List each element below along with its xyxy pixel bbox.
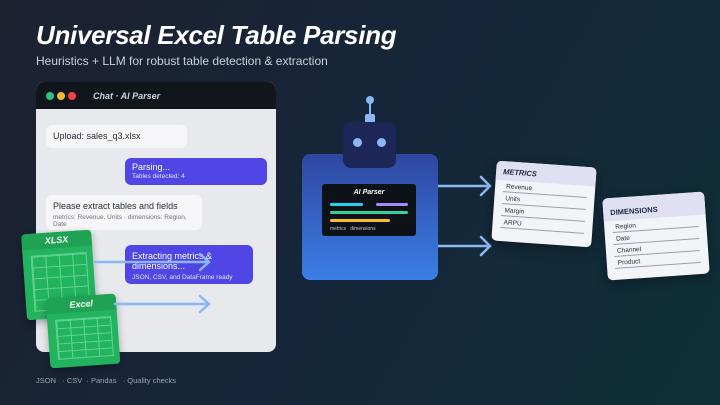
green-dot-icon[interactable] <box>46 91 54 100</box>
chat-message-bot: Extracting metrics & dimensions... JSON, … <box>125 245 253 284</box>
red-dot-icon[interactable] <box>68 91 76 100</box>
message-subtext: JSON, CSV, and DataFrame ready <box>132 274 233 281</box>
message-text: Extracting metrics & dimensions... <box>132 251 213 271</box>
yellow-dot-icon[interactable] <box>57 91 65 100</box>
footer-tags: JSON · CSV · Pandas · Quality checks <box>36 376 177 385</box>
chat-title: Chat · AI Parser <box>93 90 161 101</box>
message-text: Upload: sales_q3.xlsx <box>53 131 141 141</box>
arrow-icon <box>93 252 211 272</box>
parser-caption: metrics dimensions <box>330 226 376 232</box>
page-title: Universal Excel Table Parsing <box>36 20 397 50</box>
parser-label: AI Parser <box>353 189 385 196</box>
message-subtext: metrics: Revenue, Units · dimensions: Re… <box>53 214 187 228</box>
message-subtext: Tables detected: 4 <box>132 173 185 180</box>
dimensions-card: DIMENSIONS Region Date Channel Product <box>602 191 710 281</box>
chat-header: Chat · AI Parser <box>36 82 276 109</box>
metrics-card: METRICS Revenue Units Margin ARPU <box>491 160 597 248</box>
arrow-icon <box>113 294 211 314</box>
chat-message-bot: Parsing...Tables detected: 4 <box>125 158 267 185</box>
message-text: Please extract tables and fields <box>53 201 178 211</box>
message-text: Parsing... <box>132 162 171 172</box>
chat-message-user: Please extract tables and fields metrics:… <box>46 195 202 230</box>
robot-icon: AI Parser metrics dimensions <box>302 96 438 282</box>
parser-screen: AI Parser metrics dimensions <box>322 184 416 236</box>
page-subtitle: Heuristics + LLM for robust table detect… <box>36 54 328 68</box>
chat-message-user: Upload: sales_q3.xlsx <box>46 125 187 148</box>
